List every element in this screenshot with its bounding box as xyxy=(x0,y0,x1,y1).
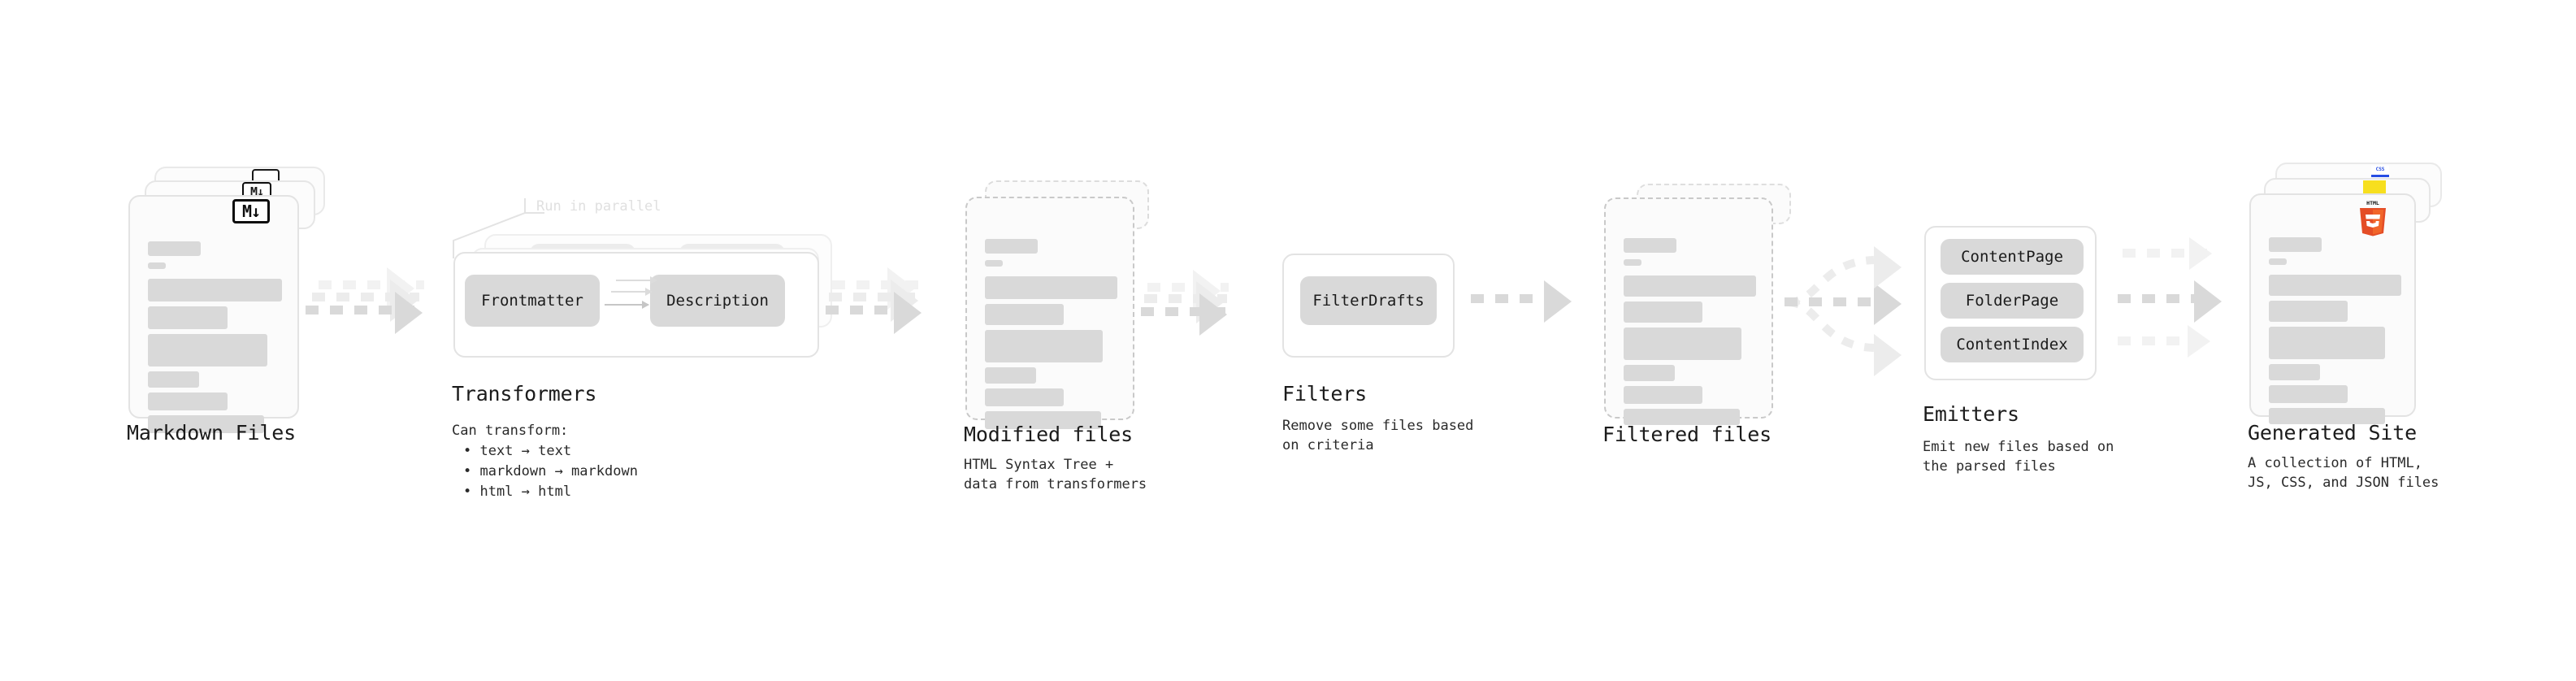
parallel-bracket xyxy=(453,198,544,258)
skeleton-line xyxy=(148,241,201,256)
stage-title-markdown-files: Markdown Files xyxy=(127,421,296,445)
skeleton-line xyxy=(2269,364,2320,380)
site-card-front xyxy=(2249,193,2416,424)
skeleton-line xyxy=(1624,327,1741,360)
skeleton-line xyxy=(985,239,1038,254)
skeleton-line xyxy=(1624,365,1675,381)
skeleton-line xyxy=(2269,275,2401,296)
css-icon: CSS xyxy=(2371,166,2389,177)
filter-chip-filterdrafts[interactable]: FilterDrafts xyxy=(1300,276,1437,325)
run-in-parallel-label: Run in parallel xyxy=(536,198,661,215)
emitter-chip-contentindex[interactable]: ContentIndex xyxy=(1941,327,2084,362)
skeleton-line xyxy=(985,330,1103,362)
stage-title-transformers: Transformers xyxy=(452,382,597,406)
inner-arrow-top xyxy=(616,276,657,284)
skeleton-line xyxy=(985,304,1064,325)
transform-bullet-markdown: • markdown → markdown xyxy=(463,463,638,479)
skeleton-line xyxy=(1624,275,1756,297)
markdown-card-front xyxy=(128,195,299,433)
transformer-chip-description[interactable]: Description xyxy=(650,275,785,327)
stage-desc-emitters: Emit new files based on the parsed files xyxy=(1923,439,2114,475)
skeleton-line xyxy=(1624,301,1702,323)
stage-desc-generated-site: A collection of HTML, JS, CSS, and JSON … xyxy=(2248,455,2439,491)
skeleton-line xyxy=(1624,238,1676,253)
inner-arrow-bottom xyxy=(605,301,649,309)
skeleton-line xyxy=(2269,327,2385,359)
skeleton-line xyxy=(2269,237,2322,252)
emitter-chip-contentpage[interactable]: ContentPage xyxy=(1941,239,2084,275)
skeleton-line xyxy=(1624,386,1702,404)
skeleton-line xyxy=(2269,258,2287,265)
skeleton-line xyxy=(985,367,1036,384)
filtered-card-front xyxy=(1604,197,1773,425)
inner-arrow-mid xyxy=(611,288,653,296)
transform-lead: Can transform: xyxy=(452,423,569,439)
emitter-chip-folderpage[interactable]: FolderPage xyxy=(1941,283,2084,319)
skeleton-line xyxy=(985,276,1117,299)
stage-title-emitters: Emitters xyxy=(1923,402,2019,426)
stage-title-filters: Filters xyxy=(1282,382,1367,406)
markdown-icon: M↓ xyxy=(232,199,270,223)
transformer-chip-frontmatter[interactable]: Frontmatter xyxy=(465,275,600,327)
stage-title-generated-site: Generated Site xyxy=(2248,421,2417,445)
skeleton-line xyxy=(985,411,1101,429)
skeleton-line xyxy=(985,388,1064,406)
html5-icon: HTML xyxy=(2360,200,2386,236)
stage-title-filtered-files: Filtered files xyxy=(1602,423,1772,446)
stage-desc-filters: Remove some files based on criteria xyxy=(1282,418,1474,453)
skeleton-line xyxy=(148,306,228,329)
skeleton-line xyxy=(148,371,199,388)
js-icon xyxy=(2363,180,2386,195)
transform-bullet-text: • text → text xyxy=(463,443,572,459)
stage-title-modified-files: Modified files xyxy=(964,423,1133,446)
skeleton-line xyxy=(2269,301,2348,322)
skeleton-line xyxy=(148,415,264,433)
stage-desc-modified-files: HTML Syntax Tree + data from transformer… xyxy=(964,457,1147,492)
transform-bullet-html: • html → html xyxy=(463,484,572,500)
skeleton-line xyxy=(148,262,166,269)
skeleton-line xyxy=(985,260,1003,267)
transformers-capability-list: Can transform: • text → text • markdown … xyxy=(452,421,638,502)
skeleton-line xyxy=(148,334,267,367)
modified-card-front xyxy=(965,197,1134,429)
skeleton-line xyxy=(148,279,282,301)
svg-text:HTML: HTML xyxy=(2366,200,2379,206)
skeleton-line xyxy=(2269,385,2348,403)
skeleton-line xyxy=(1624,409,1740,425)
skeleton-line xyxy=(1624,259,1641,266)
skeleton-line xyxy=(2269,408,2385,424)
skeleton-line xyxy=(148,393,228,410)
